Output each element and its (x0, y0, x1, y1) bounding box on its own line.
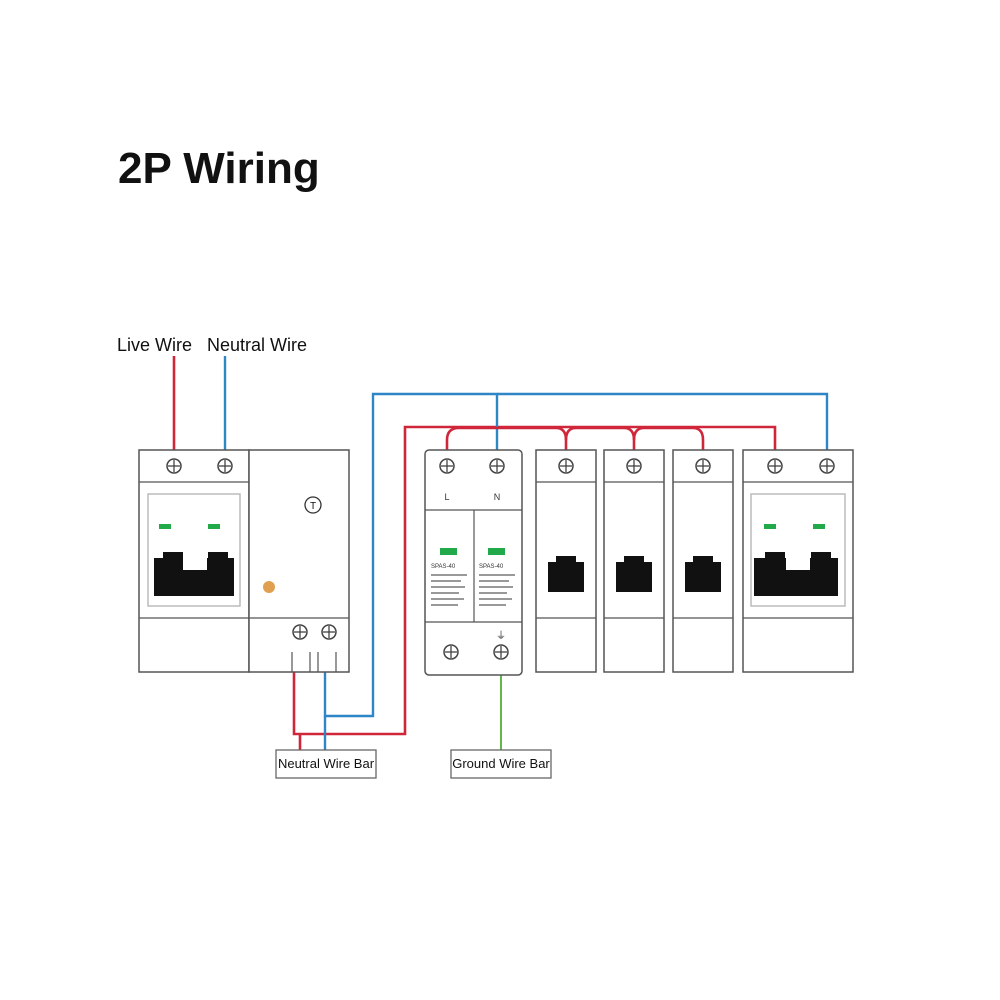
mcb-3-screw-icon (695, 458, 711, 474)
rcd-screw-out-live-icon (292, 624, 308, 640)
right-breaker-screw-live-icon (767, 458, 783, 474)
main-indicator-left (159, 524, 171, 529)
screw-terminals (166, 458, 835, 660)
neutral-bus-wire-right (497, 392, 829, 466)
spd-screw-l-icon (439, 458, 455, 474)
main-breaker-screw-neutral-icon (217, 458, 233, 474)
right-indicator-right (813, 524, 825, 529)
rcd-status-dot (263, 581, 275, 593)
surge-protector: L N SPAS-40 SPAS-40 ⏚ (424, 449, 523, 676)
main-indicator-right (208, 524, 220, 529)
diagram-title: 2P Wiring (118, 144, 320, 193)
spd-indicator-left (440, 548, 457, 555)
spd-screw-bottom-left-icon (443, 644, 459, 660)
test-button[interactable] (304, 496, 322, 514)
mcb-2-screw-icon (626, 458, 642, 474)
right-breaker-screw-neutral-icon (819, 458, 835, 474)
live-drop-mcb3 (632, 426, 705, 466)
mcb-1p-1 (535, 449, 597, 673)
main-breaker-screw-live-icon (166, 458, 182, 474)
neutral-wire-bar: Neutral Wire Bar (275, 749, 377, 779)
rcd-screw-out-neutral-icon (321, 624, 337, 640)
mcb-1-screw-icon (558, 458, 574, 474)
live-wire-label: Live Wire (117, 335, 192, 355)
neutral-wire-label: Neutral Wire (207, 335, 307, 355)
mcb-3-handle[interactable] (685, 562, 721, 592)
ground-wire-bar-label: Ground Wire Bar (452, 756, 550, 771)
live-drop-spd (445, 426, 568, 466)
main-2p-breaker (138, 449, 250, 673)
spd-indicator-right (488, 548, 505, 555)
neutral-wire-bar-box (275, 749, 377, 779)
spd-right-model: SPAS-40 (479, 564, 504, 570)
right-2p-breaker (742, 449, 854, 673)
mcb-1p-3 (672, 449, 734, 673)
ground-wire-bar: Ground Wire Bar (450, 749, 552, 779)
right-indicator-left (764, 524, 776, 529)
ground-wire-bar-box (450, 749, 552, 779)
ground-symbol-icon: ⏚ (496, 630, 506, 642)
spd-terminal-n: N (494, 492, 501, 502)
spd-screw-n-icon (489, 458, 505, 474)
mcb-2-handle[interactable] (616, 562, 652, 592)
neutral-wire-bar-label: Neutral Wire Bar (278, 756, 375, 771)
spd-terminal-l: L (444, 492, 449, 502)
spd-left-model: SPAS-40 (431, 564, 456, 570)
mcb-1p-2 (603, 449, 665, 673)
mcb-1-handle[interactable] (548, 562, 584, 592)
spd-screw-ground-icon (493, 644, 509, 660)
test-button-label: T (310, 501, 316, 512)
